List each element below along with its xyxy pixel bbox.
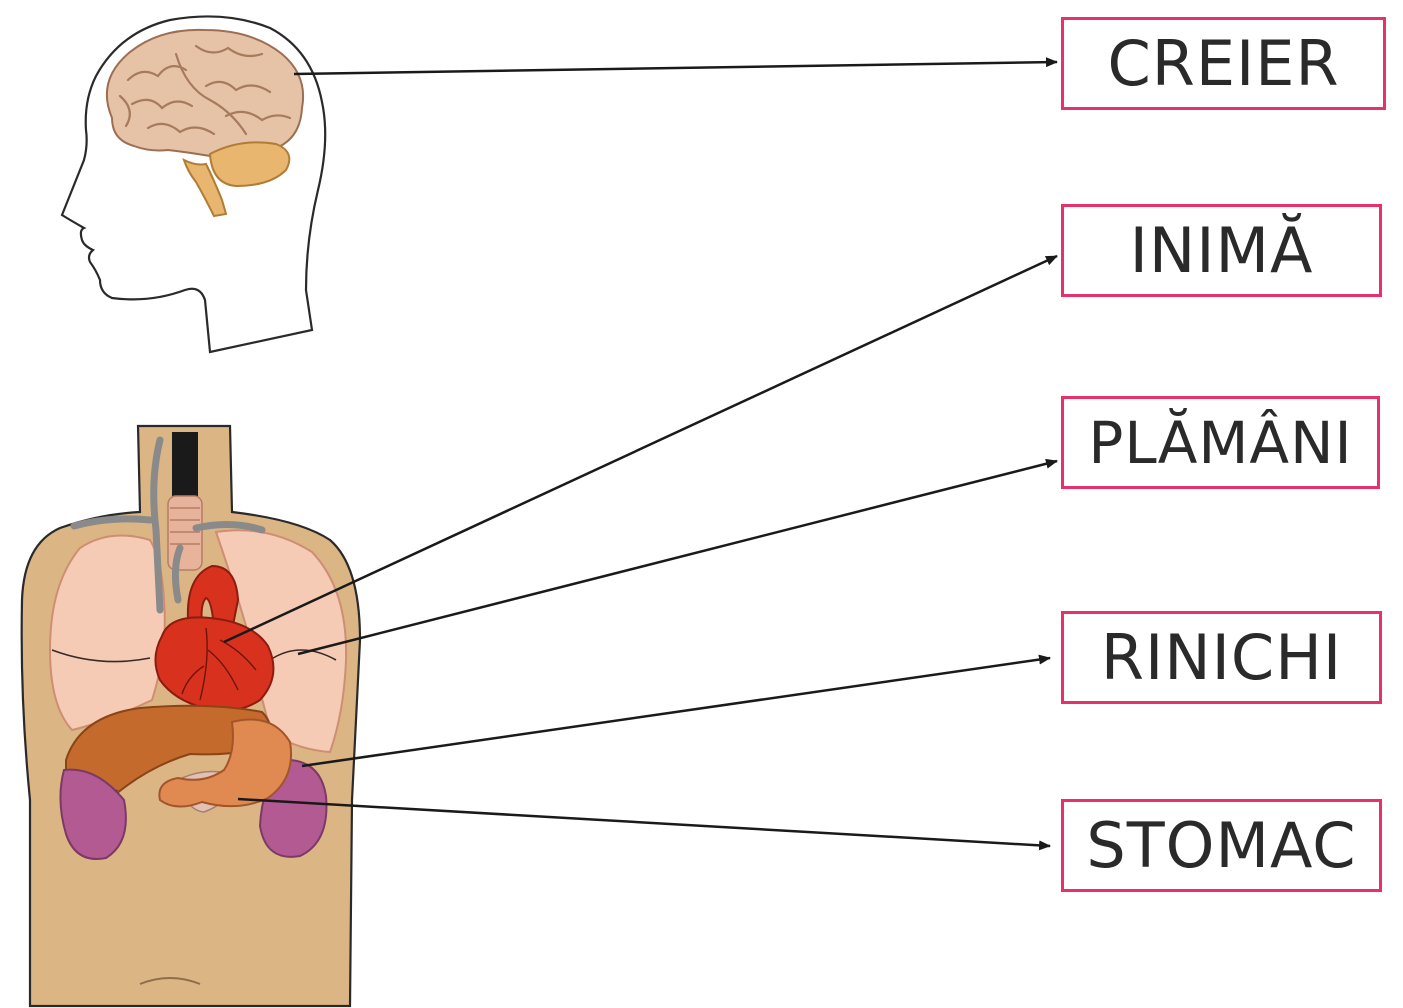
windpipe xyxy=(168,496,202,570)
arrow-lungs xyxy=(298,461,1057,654)
brain xyxy=(107,30,303,157)
label-stomach: STOMAC xyxy=(1061,799,1382,892)
torso-illustration xyxy=(22,426,360,1006)
label-kidneys: RINICHI xyxy=(1061,611,1382,704)
label-lungs: PLĂMÂNI xyxy=(1061,396,1380,489)
label-heart: INIMĂ xyxy=(1061,204,1382,297)
trachea xyxy=(172,432,198,500)
arrow-kidneys xyxy=(302,658,1050,766)
head-illustration xyxy=(62,16,325,352)
arrow-heart xyxy=(224,256,1057,642)
arrow-brain xyxy=(294,62,1057,74)
label-brain: CREIER xyxy=(1061,17,1386,110)
arrow-stomach xyxy=(238,799,1050,846)
